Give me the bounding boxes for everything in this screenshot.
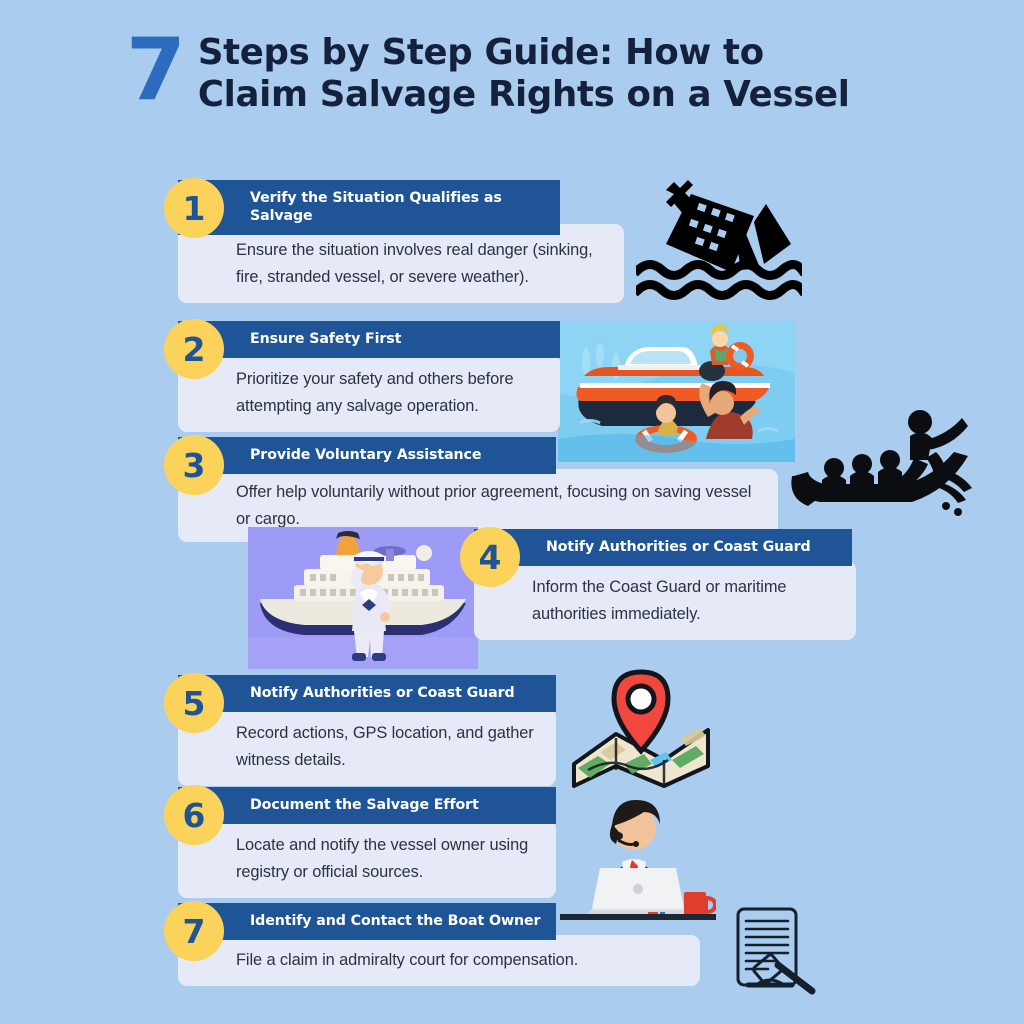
step-header-2: Ensure Safety First: [178, 321, 560, 358]
step-header-1: Verify the Situation Qualifies as Salvag…: [178, 180, 560, 235]
step-row-2: Prioritize your safety and others before…: [164, 319, 560, 433]
step-body-7: File a claim in admiralty court for comp…: [178, 935, 700, 986]
step-row-4: Inform the Coast Guard or maritime autho…: [460, 527, 856, 641]
step-row-1: Ensure the situation involves real dange…: [164, 178, 624, 306]
step-header-3: Provide Voluntary Assistance: [178, 437, 556, 474]
businessman-laptop-illustration: [560, 792, 716, 920]
step-heading-3: Provide Voluntary Assistance: [250, 446, 482, 463]
step-header-7: Identify and Contact the Boat Owner: [178, 903, 556, 940]
step-heading-2: Ensure Safety First: [250, 330, 402, 347]
title-number: 7: [126, 20, 186, 120]
step-badge-7: 7: [164, 901, 224, 961]
step-header-6: Document the Salvage Effort: [178, 787, 556, 824]
step-row-3: Offer help voluntarily without prior agr…: [164, 435, 778, 543]
title-line-2: Claim Salvage Rights on a Vessel: [197, 73, 850, 115]
step-body-6: Locate and notify the vessel owner using…: [178, 819, 556, 899]
title-text: Steps by Step Guide: How to Claim Salvag…: [198, 26, 850, 116]
step-heading-4: Notify Authorities or Coast Guard: [546, 538, 811, 555]
step-heading-6: Document the Salvage Effort: [250, 796, 479, 813]
step-heading-5: Notify Authorities or Coast Guard: [250, 684, 515, 701]
step-header-4: Notify Authorities or Coast Guard: [474, 529, 852, 566]
step-body-4: Inform the Coast Guard or maritime autho…: [474, 561, 856, 641]
step-row-5: Record actions, GPS location, and gather…: [164, 673, 556, 787]
rescue-boat-illustration: [558, 321, 795, 462]
step-badge-4: 4: [460, 527, 520, 587]
step-heading-1: Verify the Situation Qualifies as Salvag…: [250, 190, 502, 224]
step-header-5: Notify Authorities or Coast Guard: [178, 675, 556, 712]
step-badge-5: 5: [164, 673, 224, 733]
title-line-1: Steps by Step Guide: How to: [197, 32, 764, 73]
step-badge-1: 1: [164, 178, 224, 238]
step-body-1: Ensure the situation involves real dange…: [178, 224, 624, 304]
step-row-6: Locate and notify the vessel owner using…: [164, 785, 556, 899]
rowing-rescue-silhouette-icon: [788, 402, 980, 518]
sinking-ship-icon: [636, 172, 802, 302]
step-body-5: Record actions, GPS location, and gather…: [178, 707, 556, 787]
sailor-cruise-ship-illustration: [248, 527, 478, 669]
document-gavel-icon: [726, 905, 824, 1010]
step-badge-6: 6: [164, 785, 224, 845]
step-body-2: Prioritize your safety and others before…: [178, 353, 560, 433]
step-heading-7: Identify and Contact the Boat Owner: [250, 912, 541, 929]
page-title: 7 Steps by Step Guide: How to Claim Salv…: [126, 26, 1006, 146]
step-badge-2: 2: [164, 319, 224, 379]
step-badge-3: 3: [164, 435, 224, 495]
step-row-7: File a claim in admiralty court for comp…: [164, 901, 700, 986]
map-pin-icon: [568, 668, 714, 790]
